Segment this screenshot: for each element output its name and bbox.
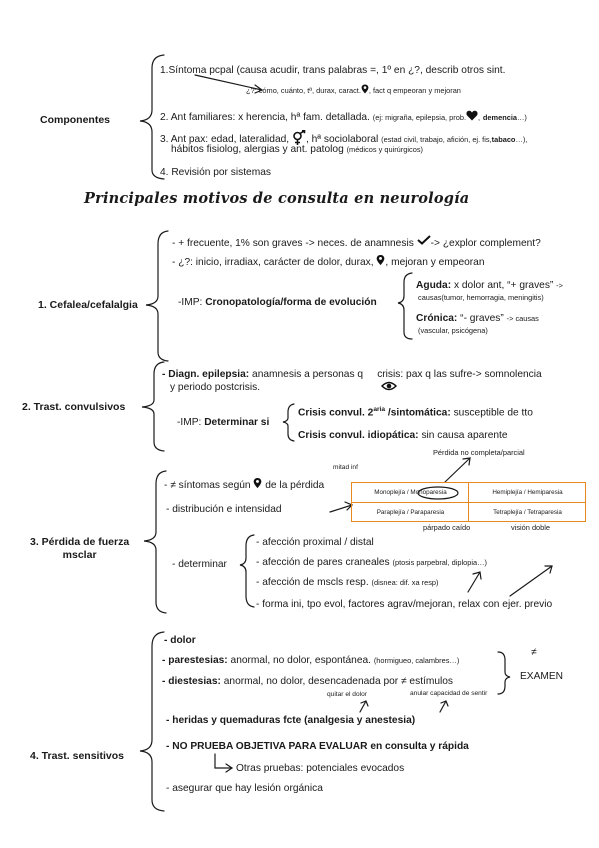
fuerza-line-2: - distribución e intensidad [166,504,282,515]
label-convulsivos: 2. Trast. convulsivos [22,401,126,413]
componentes-item-1: 1.Síntoma pcpal (causa acudir, trans pal… [160,65,506,76]
componentes-item-2: 2. Ant familiares: x herencia, hª fam. d… [160,110,527,123]
arrow-otras [214,753,233,769]
brace-crisis [282,403,295,442]
sensitivos-asegurar: - asegurar que hay lesión orgánica [166,783,323,794]
brace-determinar [239,534,255,608]
note-vision-doble: visión doble [511,523,551,532]
convulsivos-line-1: - Diagn. epilepsia: anamnesis a personas… [162,369,542,380]
brace-sensitivos [139,631,165,812]
label-sensitivos: 4. Trast. sensitivos [30,750,124,762]
bracket-examen [497,651,511,695]
arrow-parpado [467,571,481,593]
paralysis-table: Monoplejía / Monoparesia Hemiplejía / He… [351,482,586,522]
cefalea-imp: -IMP: Cronopatología/forma de evolución [178,297,377,308]
brace-evolucion [397,272,413,340]
table-divider-h [352,502,585,504]
label-componentes: Componentes [40,114,111,126]
convulsivos-crisis-idiopatica: Crisis convul. idiopática: sin causa apa… [298,430,508,441]
note-perdida-parcial: Pérdida no completa/parcial [433,448,525,457]
arrow-quitar [359,700,367,713]
cefalea-aguda-causas: causas(tumor, hemorragia, meningitis) [418,293,544,302]
cefalea-aguda: Aguda: x dolor ant, “+ graves” -> [416,280,563,291]
sensitivos-otras-pruebas: Otras pruebas: potenciales evocados [236,763,405,774]
arrow-anular [439,700,447,713]
oval-monoparesia [417,486,459,500]
fuerza-line-1: - ≠ síntomas según de la pérdida [164,477,324,492]
cefalea-line-2: - ¿?: inicio, irradiax, carácter de dolo… [172,254,485,269]
componentes-item-1-sub: ¿?: cómo, cuánto, tª, durax, caract., fa… [246,84,461,95]
sensitivos-parestesias: - parestesias: anormal, no dolor, espont… [162,655,460,666]
checkmark-icon [416,235,431,245]
cefalea-cronica-causas: (vascular, psicógena) [418,326,488,335]
table-cell-hemiplejia: Hemiplejía / Hemiparesia [492,489,563,496]
fuerza-determinar: - determinar [172,559,227,570]
label-cefalea: 1. Cefalea/cefalalgia [38,299,138,311]
note-anular-capacidad: anular capacidad de sentir [410,690,488,697]
arrow-distribucion [329,504,353,513]
cefalea-cronica: Crónica: “- graves” -> causas [416,313,539,324]
convulsivos-crisis-2aria: Crisis convul. 2aria /sintomática: susce… [298,406,533,419]
pin-icon [377,254,385,266]
table-cell-paraplejia: Paraplejía / Paraparesia [376,509,445,516]
sensitivos-examen: EXAMEN [520,671,564,682]
fuerza-d1: - afección proximal / distal [256,537,374,548]
sensitivos-heridas: - heridas y quemaduras fcte (analgesia y… [166,715,416,726]
eye-icon [381,381,397,391]
pin-icon [254,477,262,489]
table-cell-tetraplejia: Tetraplejía / Tetraparesia [493,509,562,516]
note-mitad-inf: mitad inf [333,464,358,471]
arrow-sintoma [194,74,263,91]
brace-cefalea [145,230,169,362]
brace-fuerza [143,470,167,614]
sensitivos-neq: ≠ [531,647,537,658]
sensitivos-disestesias: - diestesias: anormal, no dolor, desenca… [162,676,454,687]
page-title: Principales motivos de consulta en neuro… [84,190,470,207]
convulsivos-imp: -IMP: Determinar si [177,417,270,428]
sensitivos-dolor: - dolor [164,635,196,646]
heart-icon [466,110,478,121]
pin-icon [361,84,369,94]
brace-componentes [139,54,165,180]
fuerza-d4: - forma ini, tpo evol, factores agrav/me… [256,599,553,610]
componentes-item-3-line2: hábitos fisiolog, alergias y ant. patolo… [171,144,423,155]
note-parpado-caido: párpado caído [423,523,471,532]
componentes-item-3: 3. Ant pax: edad, lateralidad, , hª soci… [160,130,527,146]
note-quitar-dolor: quitar el dolor [327,691,367,698]
fuerza-d2: - afección de pares craneales (ptosis pa… [256,557,487,568]
convulsivos-line-2: y periodo postcrisis. [170,382,261,393]
brace-convulsivos [141,361,165,452]
componentes-item-4: 4. Revisión por sistemas [160,167,271,178]
fuerza-d3: - afección de mscls resp. (disnea: dif. … [256,577,439,588]
label-fuerza: 3. Pérdida de fuerza msclar [30,536,130,561]
cefalea-line-1: - + frecuente, 1% son graves -> neces. d… [172,235,541,250]
sensitivos-no-prueba: - NO PRUEBA OBJETIVA PARA EVALUAR en con… [166,741,469,752]
gender-icon [293,130,306,145]
table-cell-monoplejia: Monoplejía / Monoparesia [374,489,447,496]
arrow-perdida [444,457,471,483]
arrow-examen [509,565,553,597]
